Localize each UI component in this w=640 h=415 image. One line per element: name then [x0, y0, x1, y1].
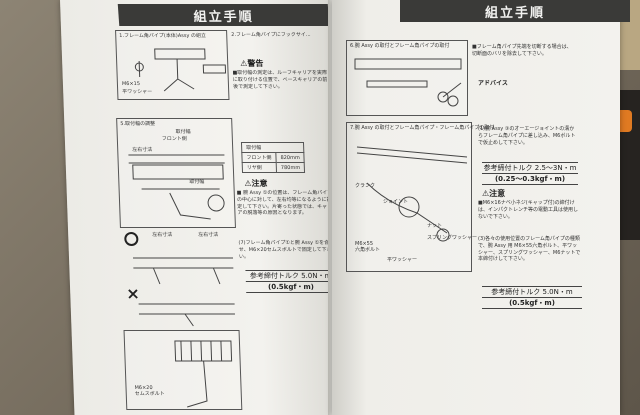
- warning-title-text: 警告: [247, 59, 264, 68]
- caution-title: ⚠注意: [244, 178, 268, 189]
- step6-heading: 6.腕 Assy の取付とフレーム角パイプの取付: [350, 43, 450, 49]
- bottom-panel: M6×20 セムスボルト: [123, 330, 243, 410]
- caution-text: ■ 腕 Assy ①の位置は、フレーム角パイプの中心に対して、左右均等になるよう…: [236, 190, 333, 217]
- step7-diagram: [356, 146, 468, 242]
- warning-text: ■取付幅の測定は、ルーフキャリアを実際に取り付ける位置で、ベースキャリアの前後で…: [232, 70, 328, 90]
- mount-table-header: 取付幅: [241, 142, 305, 153]
- step7-text: (1)腕 Assy ③のオーエージョイントの溝からフレーム角パイプに差し込み、M…: [478, 126, 576, 146]
- caution-icon-right: ⚠: [482, 189, 490, 198]
- table-cell-label: リヤ側: [242, 162, 277, 173]
- right-page: 組立手順 6.腕 Assy の取付とフレーム角パイプの取付 ■フレーム角パイプ先…: [332, 0, 630, 415]
- mount-width-table: 取付幅 フロント側 820mm リヤ側 780mm: [241, 142, 305, 173]
- torque-label-right: 参考締付トルク 2.5〜3N・m: [482, 162, 578, 174]
- step1-panel: 1.フレーム角パイプ(本体)Assy の組立 M6×15 平ワッシャー: [115, 30, 230, 100]
- right-page-title: 組立手順: [400, 0, 630, 22]
- step5-panel: 5.取付幅の調整 取付幅 フロント側 左右寸法 取付幅: [116, 118, 236, 228]
- torque-value: (0.5kgf・m): [245, 282, 337, 293]
- caution-text-right: ■M6×16ナベ小ネジ(キャップ付)の締付けは、インパクトレンチ等の電動工具は使…: [478, 200, 579, 220]
- caution-title-text: 注意: [251, 179, 268, 188]
- step6-text: ■フレーム角パイプ先端を切断する場合は、切断面のバリを除去して下さい。: [472, 44, 572, 57]
- table-row: リヤ側 780mm: [242, 162, 305, 173]
- step6-diagram: [354, 58, 462, 107]
- step2-note: 2.フレーム角パイプにフックサイ...: [231, 32, 311, 38]
- clamp-label: クランク: [355, 183, 376, 189]
- wrong-diagram: [138, 303, 235, 327]
- torque-label: 参考締付トルク 5.0N・m: [245, 270, 336, 282]
- warning-title: ⚠警告: [240, 58, 264, 69]
- step1-diagram: [134, 48, 227, 92]
- hex-bolt-label: M6×55 六角ボルト: [355, 241, 381, 253]
- table-cell-value: 780mm: [276, 162, 305, 173]
- left-page-title: 組立手順: [117, 4, 330, 26]
- left-page: 組立手順 1.フレーム角パイプ(本体)Assy の組立 M6×15 平ワッシャー…: [60, 0, 347, 415]
- caution-title-right: ⚠注意: [482, 188, 505, 199]
- step6-panel: 6.腕 Assy の取付とフレーム角パイプの取付: [346, 40, 468, 116]
- step5-diagram: [128, 154, 225, 220]
- step-note-text-right: (3)各々の使用位置のフレーム角パイプの種類で、腕 Assy 用 M6×55六角…: [478, 236, 581, 263]
- joint-label: ジョイント: [383, 199, 409, 205]
- torque2-value-right: (0.5kgf・m): [482, 298, 582, 309]
- table-cell-label: フロント側: [241, 152, 277, 163]
- step-note-text: (7)フレーム角パイプ①と腕 Assy ①を合わせ、M6×20セムスボルトで固定…: [238, 240, 335, 260]
- step7-heading: 7.腕 Assy の取付とフレーム角パイプ・フレーム角パイプの取付: [350, 125, 495, 131]
- step7-panel: 7.腕 Assy の取付とフレーム角パイプ・フレーム角パイプの取付 クランク ジ…: [346, 122, 494, 272]
- flat-washer-label: 平ワッシャー: [387, 257, 418, 263]
- caution-title-text-right: 注意: [489, 189, 506, 198]
- correct-diagram: [132, 257, 234, 285]
- table-cell-value: 820mm: [275, 152, 305, 163]
- spring-washer-label: スプリングワッシャー: [427, 235, 478, 241]
- advice-title: アドバイス: [478, 80, 508, 87]
- instruction-booklet: 組立手順 1.フレーム角パイプ(本体)Assy の組立 M6×15 平ワッシャー…: [60, 0, 630, 415]
- bolt-diagram: [174, 340, 233, 408]
- table-row: フロント側 820mm: [241, 152, 305, 163]
- torque-value-right: (0.25〜0.3kgf・m): [482, 174, 578, 185]
- nut-label: ナット: [427, 223, 443, 229]
- bolt-label: M6×20 セムスボルト: [134, 385, 165, 397]
- torque2-label-right: 参考締付トルク 5.0N・m: [482, 286, 582, 298]
